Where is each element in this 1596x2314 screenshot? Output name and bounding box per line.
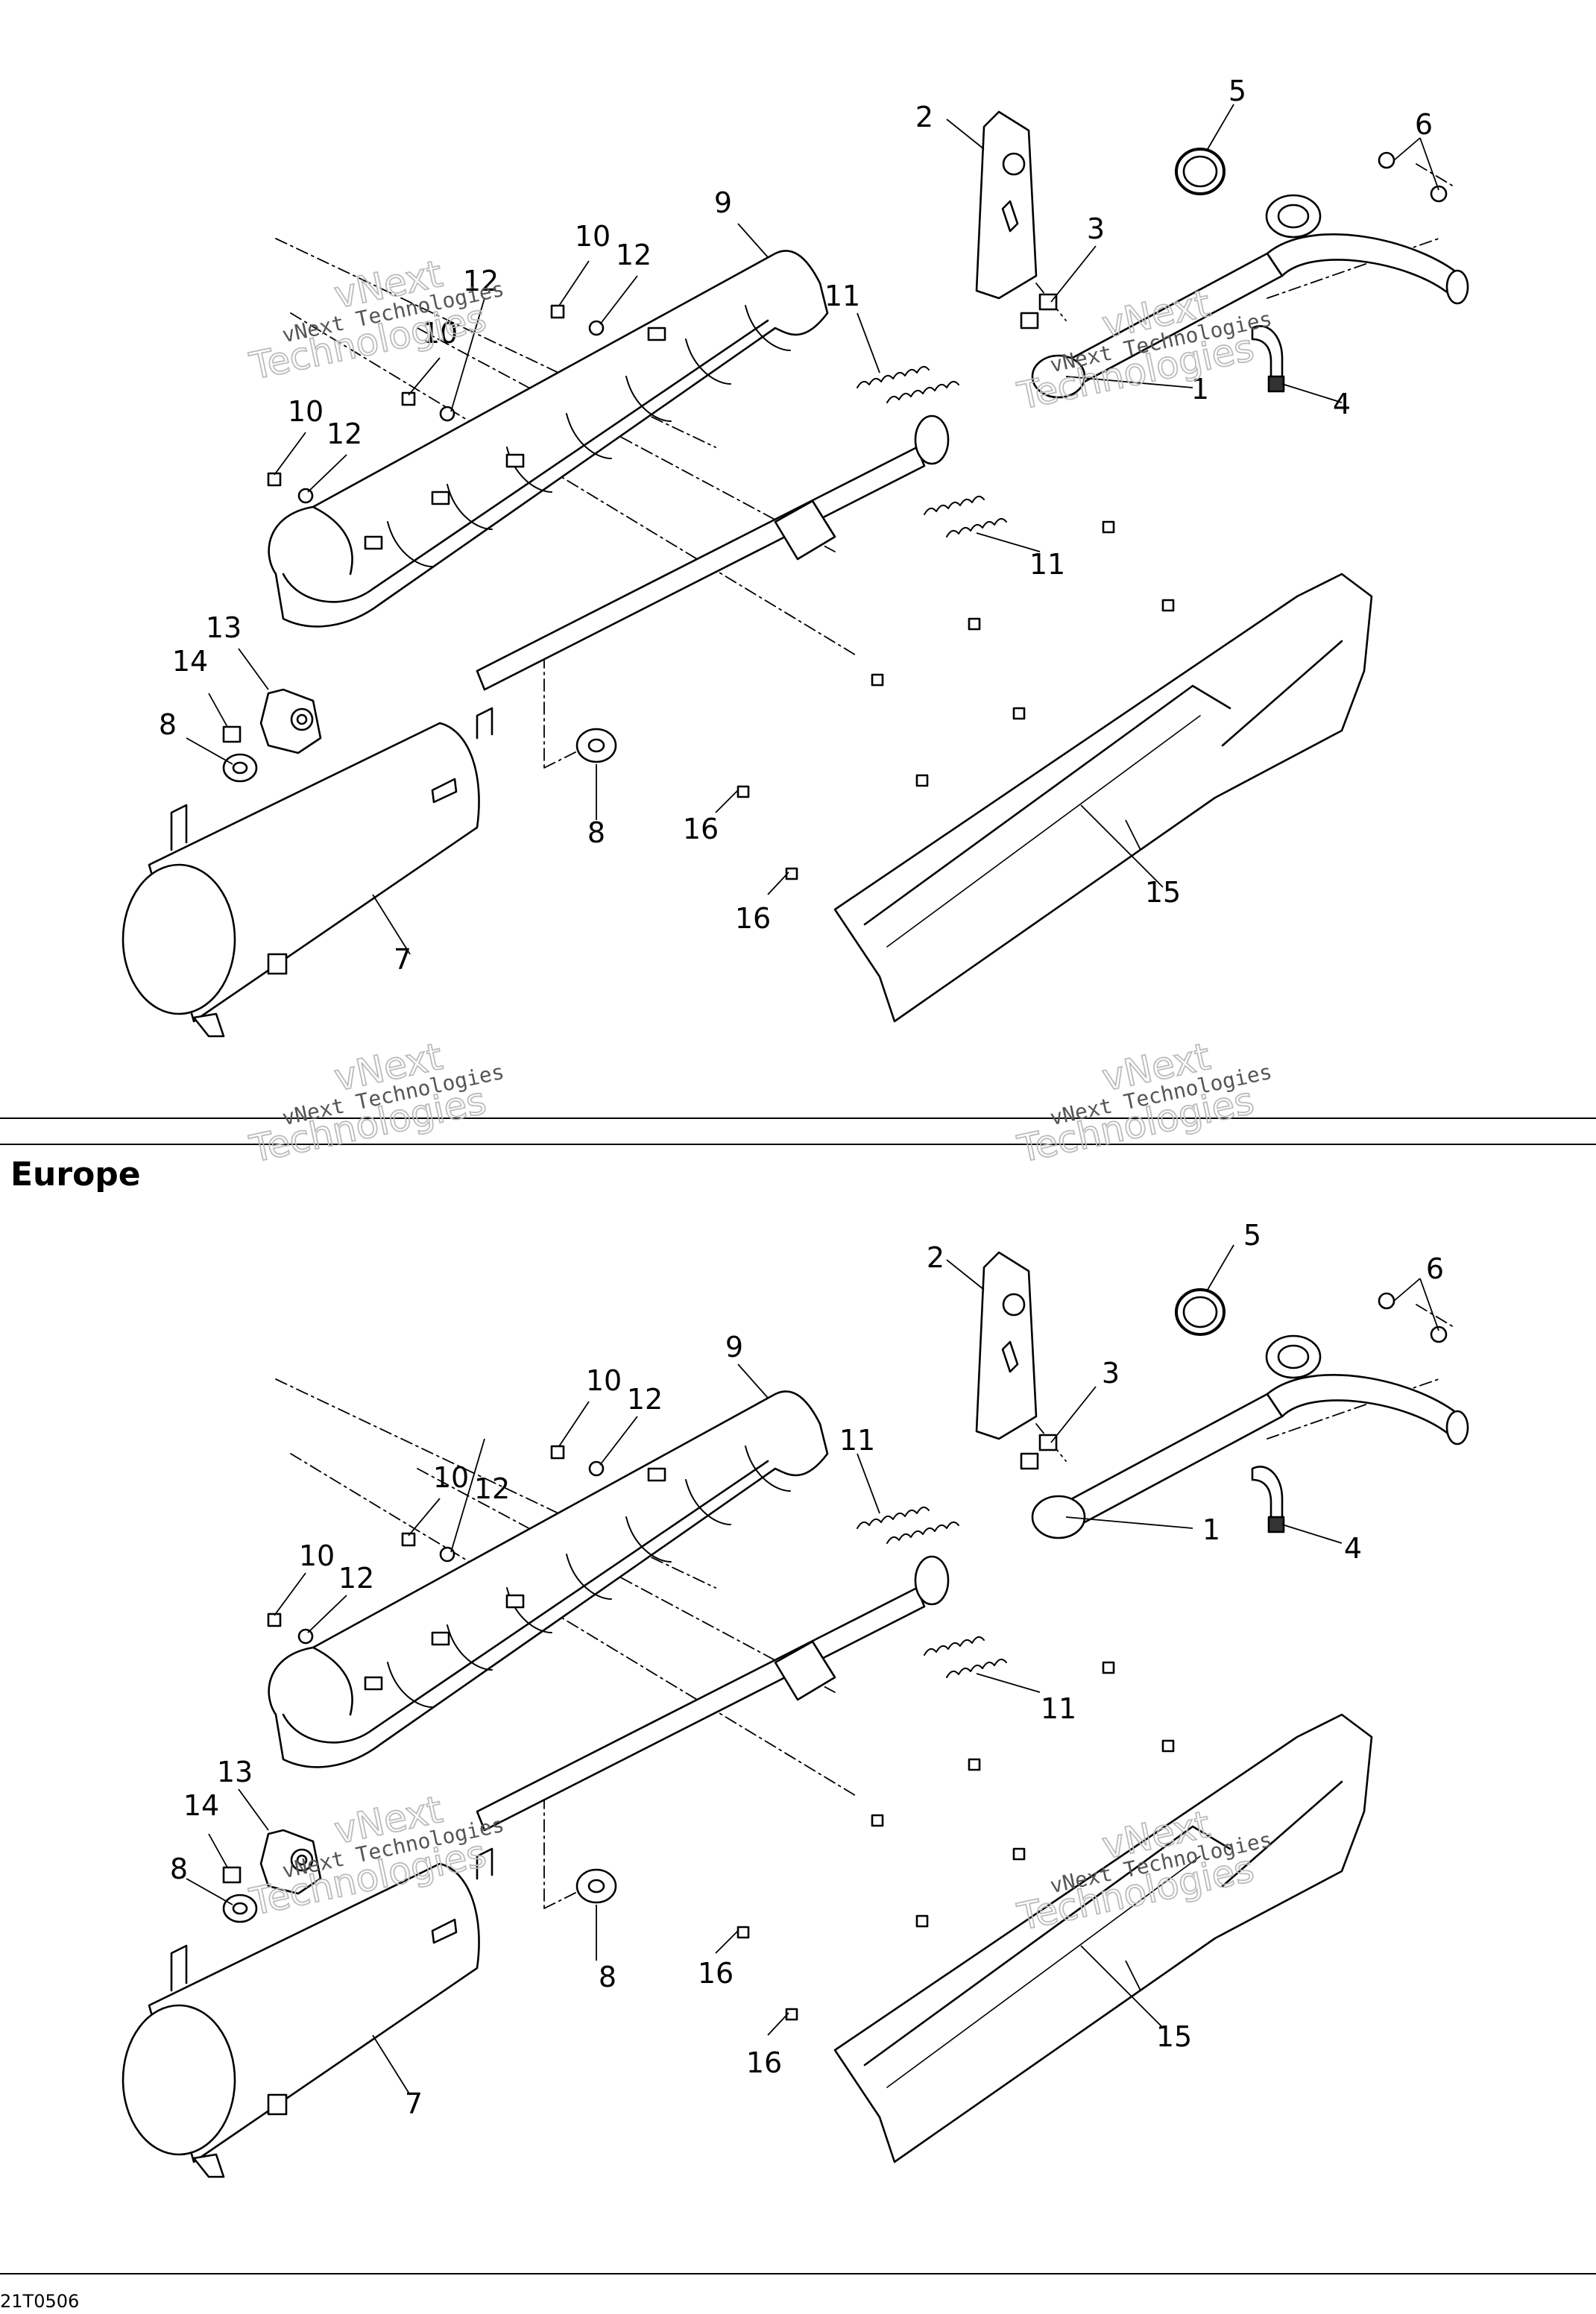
- callout-upper-10-11: 10: [422, 317, 458, 350]
- callout-upper-13-18: 13: [206, 611, 242, 644]
- callout-upper-1-0: 1: [1191, 373, 1209, 406]
- callout-upper-9-9: 9: [714, 186, 732, 219]
- callout-europe-12-16: 12: [474, 1472, 510, 1505]
- callout-europe-10-12: 10: [299, 1539, 335, 1572]
- callout-europe-8-8: 8: [599, 1961, 616, 1993]
- section-title: Europe: [10, 1156, 141, 1194]
- callout-upper-7-6: 7: [394, 943, 411, 976]
- callout-upper-8-7: 8: [159, 708, 177, 741]
- callout-europe-4-3: 4: [1344, 1532, 1362, 1565]
- callout-europe-6-5: 6: [1426, 1252, 1444, 1285]
- callout-europe-16-22: 16: [746, 2046, 782, 2079]
- callout-upper-12-16: 12: [463, 265, 499, 297]
- callout-europe-16-21: 16: [698, 1957, 734, 1990]
- callout-upper-10-10: 10: [575, 220, 611, 253]
- callout-upper-11-14: 11: [1029, 548, 1065, 581]
- callout-europe-14-19: 14: [183, 1789, 219, 1822]
- callout-upper-10-12: 10: [288, 395, 324, 428]
- callout-europe-11-13: 11: [839, 1424, 875, 1457]
- callout-upper-12-15: 12: [616, 239, 652, 271]
- callout-europe-7-6: 7: [405, 2087, 423, 2120]
- callout-europe-8-7: 8: [170, 1853, 188, 1885]
- callout-europe-11-14: 11: [1041, 1692, 1076, 1725]
- callout-upper-12-17: 12: [327, 417, 362, 450]
- callout-upper-5-4: 5: [1228, 75, 1246, 107]
- callout-upper-8-8: 8: [587, 816, 605, 849]
- callout-europe-15-20: 15: [1156, 2020, 1192, 2053]
- callout-upper-16-22: 16: [735, 902, 771, 935]
- callout-europe-10-11: 10: [433, 1461, 469, 1494]
- callout-europe-10-10: 10: [586, 1364, 622, 1397]
- callout-europe-5-4: 5: [1243, 1219, 1261, 1252]
- callout-europe-1-0: 1: [1202, 1513, 1220, 1546]
- callout-upper-16-21: 16: [683, 813, 719, 845]
- callout-upper-3-2: 3: [1087, 212, 1105, 245]
- upper-assembly-view: [122, 104, 1469, 1038]
- callout-layer: 1234567889101010111112121213141516161234…: [159, 75, 1444, 2120]
- callout-europe-12-17: 12: [338, 1562, 374, 1595]
- drawing-code: 21T0506: [0, 2291, 80, 2312]
- callout-upper-14-19: 14: [172, 645, 208, 678]
- callout-upper-2-1: 2: [915, 101, 933, 133]
- callout-upper-4-3: 4: [1333, 388, 1351, 420]
- callout-upper-11-13: 11: [824, 280, 860, 312]
- callout-europe-12-15: 12: [627, 1383, 663, 1416]
- europe-assembly-view: [122, 1244, 1469, 2178]
- callout-europe-13-18: 13: [217, 1756, 253, 1788]
- callout-europe-3-2: 3: [1102, 1357, 1120, 1390]
- callout-europe-9-9: 9: [725, 1331, 743, 1364]
- callout-europe-2-1: 2: [927, 1241, 944, 1274]
- callout-upper-6-5: 6: [1415, 108, 1433, 141]
- callout-upper-15-20: 15: [1145, 876, 1181, 909]
